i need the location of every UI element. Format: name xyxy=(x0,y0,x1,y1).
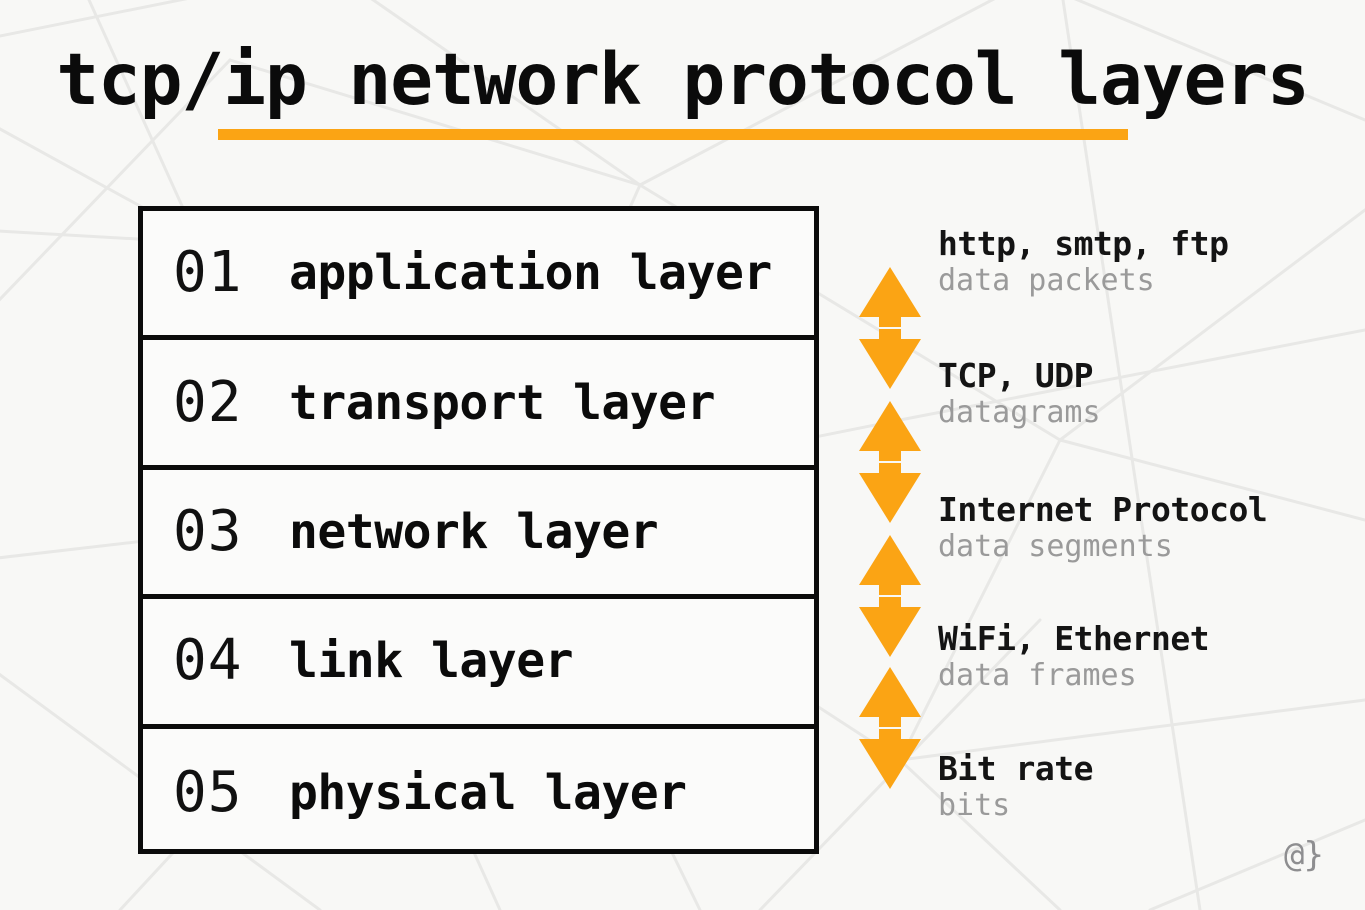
layer-name: link layer xyxy=(289,633,573,690)
double-arrow-icon xyxy=(859,535,921,657)
page-title: tcp/ip network protocol layers xyxy=(56,38,1309,121)
annotation-group: http, smtp, ftp data packets xyxy=(938,226,1338,299)
layer-name: network layer xyxy=(289,503,659,560)
annotation-protocols: WiFi, Ethernet xyxy=(938,619,1210,658)
layer-number: 01 xyxy=(173,240,243,306)
annotation-protocols: http, smtp, ftp xyxy=(938,224,1229,263)
layer-name: physical layer xyxy=(289,765,687,822)
layer-row[interactable]: 04 link layer xyxy=(143,599,814,729)
layer-row[interactable]: 01 application layer xyxy=(143,211,814,341)
double-arrow-icon xyxy=(859,401,921,523)
layer-number: 04 xyxy=(173,628,243,694)
annotation-data-unit: data segments xyxy=(938,528,1173,564)
brand-corner-mark: @} xyxy=(1284,835,1324,875)
annotation-data-unit: datagrams xyxy=(938,394,1101,430)
annotation-protocols: TCP, UDP xyxy=(938,356,1093,395)
annotation-data-unit: data packets xyxy=(938,262,1155,298)
annotation-data-unit: data frames xyxy=(938,657,1137,693)
layer-number: 05 xyxy=(173,760,243,826)
page-header: tcp/ip network protocol layers xyxy=(0,44,1365,115)
annotation-group: Internet Protocol data segments xyxy=(938,492,1338,565)
title-accent-underline xyxy=(218,129,1128,140)
annotation-protocols: Bit rate xyxy=(938,749,1093,788)
annotation-group: TCP, UDP datagrams xyxy=(938,358,1338,431)
layer-number: 03 xyxy=(173,498,243,564)
layer-name: application layer xyxy=(289,245,772,302)
annotation-group: Bit rate bits xyxy=(938,751,1338,824)
encapsulation-arrow-column xyxy=(855,265,925,793)
layer-row[interactable]: 05 physical layer xyxy=(143,729,814,858)
protocol-layer-stack: 01 application layer 02 transport layer … xyxy=(138,206,819,854)
annotation-protocols: Internet Protocol xyxy=(938,490,1268,529)
layer-name: transport layer xyxy=(289,374,715,431)
layer-row[interactable]: 03 network layer xyxy=(143,470,814,600)
double-arrow-icon xyxy=(859,667,921,789)
double-arrow-icon xyxy=(859,267,921,389)
annotation-data-unit: bits xyxy=(938,787,1011,823)
annotation-group: WiFi, Ethernet data frames xyxy=(938,621,1338,694)
layer-row[interactable]: 02 transport layer xyxy=(143,340,814,470)
layer-number: 02 xyxy=(173,369,243,435)
